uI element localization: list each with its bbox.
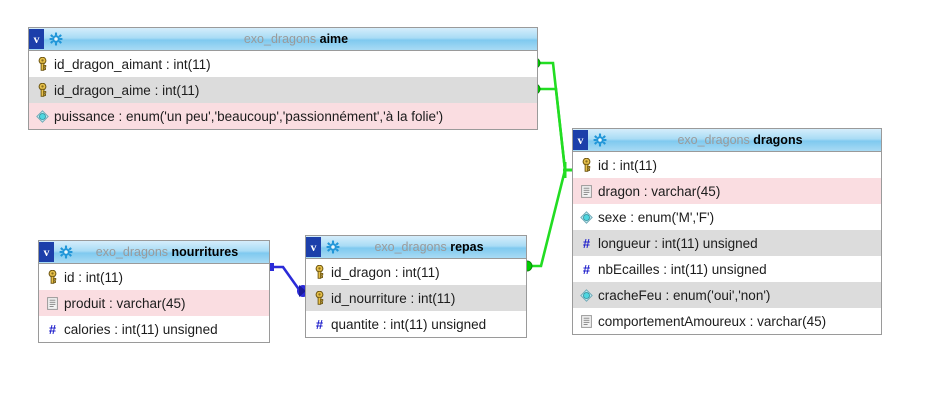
collapse-toggle-icon[interactable]: v — [39, 242, 54, 262]
key-icon — [44, 268, 61, 286]
table-row[interactable]: id : int(11) — [39, 264, 269, 290]
table-row[interactable]: id_dragon : int(11) — [306, 259, 526, 285]
key-icon — [311, 289, 328, 307]
column-label: quantite : int(11) unsigned — [331, 316, 487, 332]
table-row[interactable]: id_dragon_aime : int(11) — [29, 77, 537, 103]
table-header-dragons[interactable]: v exo_dragons dragons — [573, 129, 881, 152]
gear-icon[interactable] — [324, 237, 342, 257]
table-row[interactable]: dragon : varchar(45) — [573, 178, 881, 204]
gear-icon[interactable] — [591, 130, 609, 150]
collapse-toggle-icon[interactable]: v — [306, 237, 321, 257]
key-icon — [578, 156, 595, 174]
key-icon — [34, 55, 51, 73]
enum-diamond-icon — [578, 286, 595, 304]
gear-icon[interactable] — [47, 29, 65, 49]
relation-line-aime-aime-to-dragons-id — [537, 87, 572, 172]
table-box-repas[interactable]: v exo_dragons repas id_dragon : int(11) id_… — [305, 235, 527, 338]
table-header-aime[interactable]: v exo_dragons aime — [29, 28, 537, 51]
column-label: nbEcailles : int(11) unsigned — [598, 261, 767, 277]
column-label: produit : varchar(45) — [64, 295, 186, 311]
table-row[interactable]: # longueur : int(11) unsigned — [573, 230, 881, 256]
table-title-repas: exo_dragons repas — [342, 240, 526, 254]
table-header-repas[interactable]: v exo_dragons repas — [306, 236, 526, 259]
column-label: comportementAmoureux : varchar(45) — [598, 313, 827, 329]
table-row[interactable]: # quantite : int(11) unsigned — [306, 311, 526, 337]
table-header-nourritures[interactable]: v exo_dragons nourritures — [39, 241, 269, 264]
text-field-icon — [44, 294, 61, 312]
table-name-label: dragons — [753, 133, 803, 147]
table-row[interactable]: puissance : enum('un peu','beaucoup','pa… — [29, 103, 537, 129]
table-box-aime[interactable]: v exo_dragons aime id_dragon_aimant : int(… — [28, 27, 538, 130]
relation-line-aime-aimant-to-dragons-id — [537, 61, 572, 172]
column-label: id_nourriture : int(11) — [331, 290, 456, 306]
text-field-icon — [578, 182, 595, 200]
text-field-icon — [578, 312, 595, 330]
collapse-toggle-icon[interactable]: v — [29, 29, 44, 49]
table-name-label: repas — [450, 240, 484, 254]
collapse-toggle-icon[interactable]: v — [573, 130, 588, 150]
table-box-nourritures[interactable]: v exo_dragons nourritures id : int(11) prod… — [38, 240, 270, 343]
table-row[interactable]: # calories : int(11) unsigned — [39, 316, 269, 342]
table-box-dragons[interactable]: v exo_dragons dragons id : int(11) dragon :… — [572, 128, 882, 335]
key-icon — [34, 81, 51, 99]
number-field-icon: # — [315, 316, 324, 332]
column-label: puissance : enum('un peu','beaucoup','pa… — [54, 108, 444, 124]
column-label: cracheFeu : enum('oui','non') — [598, 287, 771, 303]
table-row[interactable]: id_dragon_aimant : int(11) — [29, 51, 537, 77]
number-field-icon: # — [582, 235, 591, 251]
table-name-label: aime — [319, 32, 349, 46]
table-row[interactable]: id : int(11) — [573, 152, 881, 178]
column-label: id_dragon_aime : int(11) — [54, 82, 200, 98]
table-row[interactable]: cracheFeu : enum('oui','non') — [573, 282, 881, 308]
column-label: id_dragon : int(11) — [331, 264, 440, 280]
key-icon — [311, 263, 328, 281]
relation-line-repas-iddragon-to-dragons-id — [527, 168, 572, 268]
database-label: exo_dragons — [374, 240, 447, 254]
number-field-icon: # — [48, 321, 57, 337]
table-title-dragons: exo_dragons dragons — [609, 133, 881, 147]
table-name-label: nourritures — [171, 245, 239, 259]
table-row[interactable]: sexe : enum('M','F') — [573, 204, 881, 230]
column-label: id_dragon_aimant : int(11) — [54, 56, 211, 72]
enum-diamond-icon — [578, 208, 595, 226]
column-label: id : int(11) — [598, 157, 658, 173]
table-row[interactable]: # nbEcailles : int(11) unsigned — [573, 256, 881, 282]
enum-diamond-icon — [34, 107, 51, 125]
table-row[interactable]: produit : varchar(45) — [39, 290, 269, 316]
table-title-nourritures: exo_dragons nourritures — [75, 245, 269, 259]
gear-icon[interactable] — [57, 242, 75, 262]
table-row[interactable]: id_nourriture : int(11) — [306, 285, 526, 311]
database-label: exo_dragons — [95, 245, 169, 259]
column-label: id : int(11) — [64, 269, 124, 285]
database-label: exo_dragons — [677, 133, 750, 147]
column-label: dragon : varchar(45) — [598, 183, 721, 199]
column-label: sexe : enum('M','F') — [598, 209, 715, 225]
column-label: longueur : int(11) unsigned — [598, 235, 758, 251]
table-row[interactable]: comportementAmoureux : varchar(45) — [573, 308, 881, 334]
column-label: calories : int(11) unsigned — [64, 321, 218, 337]
database-label: exo_dragons — [243, 32, 317, 46]
table-title-aime: exo_dragons aime — [65, 32, 537, 46]
number-field-icon: # — [582, 261, 591, 277]
